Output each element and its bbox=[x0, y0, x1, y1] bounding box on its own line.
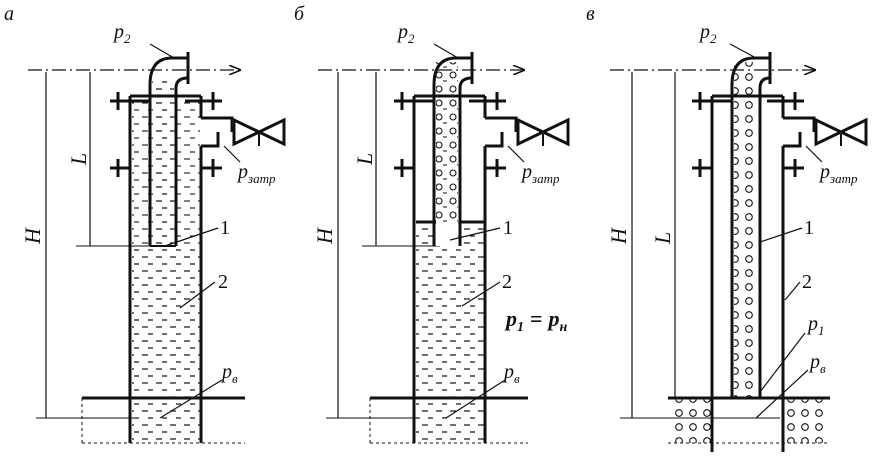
panel-letter-a: а bbox=[4, 3, 14, 25]
label-p2-c: p2 bbox=[698, 21, 717, 46]
panel-a: а bbox=[4, 3, 286, 444]
panel-letter-b: б bbox=[294, 3, 305, 25]
label-p2-b: p2 bbox=[396, 21, 415, 46]
leader-pv-b bbox=[445, 379, 506, 419]
flange-right-bottom-b bbox=[485, 159, 506, 177]
flange-right-bottom-a bbox=[201, 159, 222, 177]
panel-c: в p2 pзатр 1 2 p1 bbox=[586, 3, 868, 452]
liquid-column-a bbox=[132, 248, 200, 443]
liquid-column-b bbox=[416, 222, 484, 443]
side-outlet-c bbox=[783, 116, 816, 148]
label-pv-c: pв bbox=[808, 351, 826, 376]
leader-p1-c bbox=[759, 332, 806, 393]
tubing-wall-left-b bbox=[432, 56, 472, 246]
leader-2-a bbox=[179, 281, 216, 309]
flange-left-bottom-a bbox=[110, 159, 130, 177]
tubing-wall-left-c bbox=[730, 56, 770, 398]
tubing-wall-right-c bbox=[758, 76, 771, 398]
label-L-c: L bbox=[650, 232, 675, 245]
valve-b bbox=[516, 117, 570, 147]
label-p1-c: p1 bbox=[806, 313, 825, 338]
label-2-c: 2 bbox=[802, 271, 812, 293]
label-1-a: 1 bbox=[220, 217, 230, 239]
flange-left-bottom-b bbox=[394, 159, 414, 177]
label-p2-a: p2 bbox=[112, 21, 131, 46]
leader-p2-c bbox=[729, 43, 757, 59]
label-pv-a: pв bbox=[220, 361, 238, 386]
label-H-b: H bbox=[312, 227, 337, 245]
valve-c bbox=[814, 117, 868, 147]
leader-pzatr-b bbox=[507, 145, 525, 163]
leader-p2-a bbox=[149, 43, 175, 59]
leader-1-c bbox=[759, 227, 803, 243]
label-1-c: 1 bbox=[804, 217, 814, 239]
leader-pzatr-c bbox=[805, 145, 823, 163]
label-pzatr-c: pзатр bbox=[818, 161, 858, 186]
tubing-wall-right-a bbox=[174, 76, 189, 246]
panel-b: б p2 pзатр 1 2 pв bbox=[294, 3, 570, 444]
side-outlet-a bbox=[201, 116, 234, 148]
label-L-b: L bbox=[352, 153, 377, 166]
flange-left-bottom-c bbox=[692, 159, 712, 177]
leader-1-a bbox=[164, 227, 219, 247]
tubing-liquid-a bbox=[152, 80, 174, 246]
leader-pv-c bbox=[755, 369, 809, 419]
label-H-a: H bbox=[20, 227, 45, 245]
tubing-gas-c bbox=[734, 62, 758, 398]
leader-pzatr-a bbox=[223, 145, 241, 163]
leader-p2-b bbox=[433, 43, 459, 59]
reservoir-left-c bbox=[672, 398, 712, 443]
label-pv-b: pв bbox=[502, 361, 520, 386]
side-outlet-b bbox=[485, 116, 518, 148]
leader-pv-a bbox=[159, 379, 223, 419]
flange-left-top-a bbox=[110, 92, 150, 110]
tubing-wall-right-b bbox=[458, 76, 473, 246]
label-L-a: L bbox=[66, 153, 91, 166]
panel-letter-c: в bbox=[586, 3, 595, 25]
leader-2-b bbox=[461, 281, 501, 307]
tubing-wall-left-a bbox=[148, 56, 188, 246]
leader-1-b bbox=[449, 227, 501, 241]
label-H-c: H bbox=[606, 227, 631, 245]
label-2-a: 2 bbox=[218, 271, 228, 293]
flange-right-bottom-c bbox=[783, 159, 804, 177]
label-1-b: 1 bbox=[503, 217, 513, 239]
flange-right-top-b bbox=[469, 92, 506, 110]
label-pzatr-b: pзатр bbox=[520, 161, 560, 186]
flange-right-top-a bbox=[185, 92, 222, 110]
tubing-foam-b bbox=[436, 62, 458, 222]
reservoir-right-c bbox=[783, 398, 823, 443]
flange-left-top-c bbox=[692, 92, 732, 110]
flange-left-top-b bbox=[394, 92, 434, 110]
leader-2-c bbox=[784, 281, 801, 301]
equation-p1-pn: p1=pн bbox=[504, 306, 568, 335]
label-pzatr-a: pзатр bbox=[236, 161, 276, 186]
valve-a bbox=[232, 117, 286, 147]
label-2-b: 2 bbox=[502, 271, 512, 293]
flange-right-top-c bbox=[767, 92, 804, 110]
